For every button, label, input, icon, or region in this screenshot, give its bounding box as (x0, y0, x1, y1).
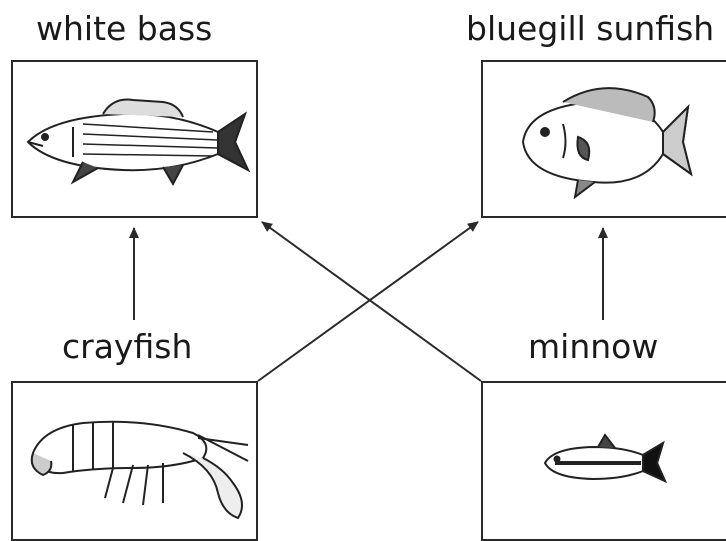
white-bass-fish-icon (26, 98, 251, 187)
minnow-box (481, 381, 726, 541)
label-crayfish: crayfish (62, 327, 193, 366)
minnow-fish-icon (543, 433, 667, 483)
bluegill-fish-icon (521, 87, 693, 200)
crayfish-icon (30, 420, 249, 520)
white-bass-box (11, 60, 258, 218)
arrow-minnow-to-white-bass (261, 221, 482, 382)
arrow-crayfish-to-bluegill (257, 221, 479, 382)
label-bluegill-sunfish: bluegill sunfish (466, 9, 715, 48)
label-minnow: minnow (528, 327, 659, 366)
label-white-bass: white bass (36, 9, 213, 48)
crayfish-box (11, 381, 258, 541)
bluegill-box (481, 60, 726, 218)
